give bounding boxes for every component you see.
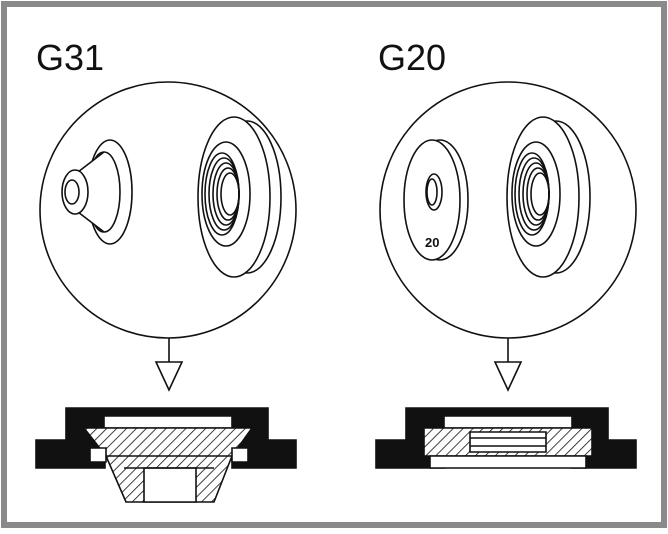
cone-nozzle-part	[61, 139, 133, 245]
left-panel	[35, 81, 297, 503]
washer-mark: 20	[425, 235, 439, 250]
right-panel: 20	[375, 81, 637, 469]
left-threaded-ring	[197, 116, 282, 278]
right-threaded-ring	[506, 116, 591, 278]
panel-title-g20: G20	[378, 37, 447, 78]
left-section-view	[35, 407, 297, 503]
panel-title-g31: G31	[36, 37, 105, 78]
left-arrow	[154, 338, 184, 392]
right-arrow	[493, 338, 523, 392]
flat-washer-part: 20	[403, 139, 469, 261]
right-section-view	[375, 407, 637, 469]
